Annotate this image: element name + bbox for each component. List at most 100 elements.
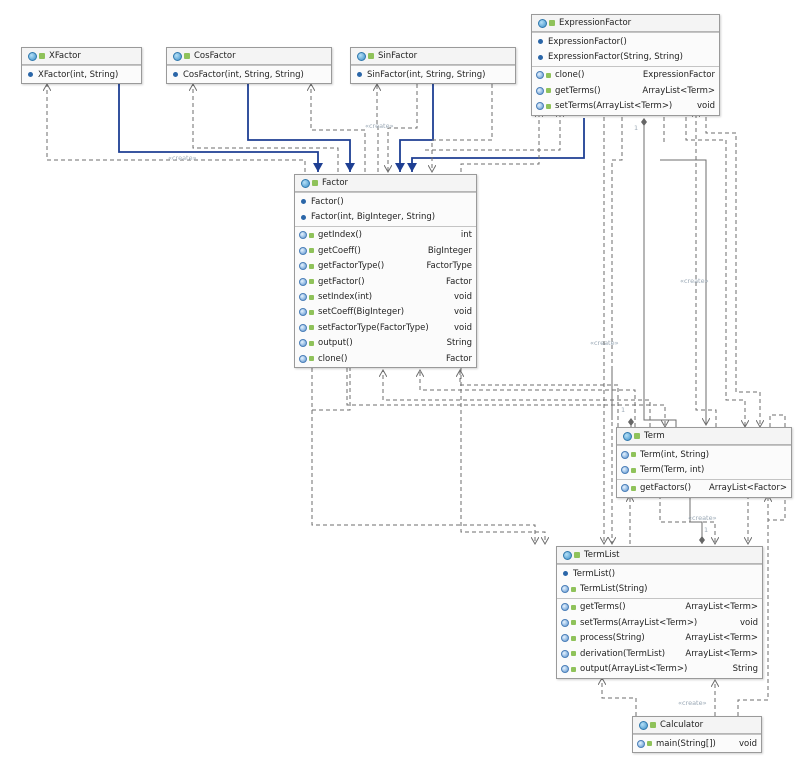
member-signature: CosFactor(int, String, String): [183, 69, 304, 80]
public-icon: [309, 263, 314, 269]
member-row[interactable]: getIndex()int: [295, 228, 476, 243]
public-icon: [647, 741, 652, 747]
member-row[interactable]: ExpressionFactor(): [532, 34, 719, 49]
public-icon: [571, 651, 576, 657]
member-row[interactable]: getFactorType()FactorType: [295, 259, 476, 274]
composition-diamonds: [628, 118, 705, 544]
class-expressionfactor[interactable]: ExpressionFactor ExpressionFactor() Expr…: [531, 14, 720, 116]
member-return: String: [446, 338, 472, 349]
member-signature: setTerms(ArrayList<Term>): [555, 101, 673, 112]
member-return: ArrayList<Term>: [685, 648, 758, 659]
member-row[interactable]: Factor(int, BigInteger, String): [295, 209, 476, 224]
create-label: «create»: [678, 699, 707, 707]
class-header: XFactor: [22, 48, 141, 65]
member-return: ExpressionFactor: [642, 70, 715, 81]
class-header: Calculator: [633, 717, 761, 734]
member-row[interactable]: process(String)ArrayList<Term>: [557, 631, 762, 646]
member-signature: getFactor(): [318, 276, 365, 287]
member-row[interactable]: getCoeff()BigInteger: [295, 243, 476, 258]
member-row[interactable]: getFactor() Factor: [295, 274, 476, 289]
member-return: void: [454, 322, 472, 333]
ctor-section: ExpressionFactor() ExpressionFactor(Stri…: [532, 32, 719, 66]
class-term[interactable]: Term Term(int, String) Term(Term, int) g…: [616, 427, 792, 499]
member-return: void: [454, 307, 472, 318]
member-row[interactable]: TermList(): [557, 566, 762, 581]
member-row[interactable]: CosFactor(int, String, String): [167, 67, 331, 82]
method-icon: [299, 277, 307, 286]
constructor-icon: [28, 72, 33, 78]
public-icon: [546, 72, 551, 78]
public-icon: [571, 586, 576, 592]
member-row[interactable]: derivation(TermList) ArrayList<Term>: [557, 646, 762, 661]
member-signature: getTerms(): [580, 602, 626, 613]
method-icon: [299, 354, 307, 363]
member-row[interactable]: main(String[]) void: [633, 736, 761, 751]
method-icon: [621, 450, 629, 459]
member-signature: main(String[]): [656, 738, 716, 749]
ctor-section: Term(int, String) Term(Term, int): [617, 445, 791, 479]
member-signature: setFactorType(FactorType): [318, 322, 429, 333]
public-icon: [571, 620, 576, 626]
member-row[interactable]: setFactorType(FactorType) void: [295, 320, 476, 335]
member-signature: derivation(TermList): [580, 648, 666, 659]
public-icon: [631, 485, 636, 491]
multiplicity-label: 1: [634, 124, 638, 132]
ctor-section: CosFactor(int, String, String): [167, 65, 331, 83]
method-icon: [299, 293, 307, 302]
member-signature: setCoeff(BigInteger): [318, 307, 405, 318]
member-signature: setTerms(ArrayList<Term>): [580, 617, 698, 628]
class-factor[interactable]: Factor Factor() Factor(int, BigInteger, …: [294, 174, 477, 369]
member-row[interactable]: output()String: [295, 336, 476, 351]
inheritance-lines: [118, 84, 585, 172]
member-row[interactable]: setIndex(int)void: [295, 289, 476, 304]
class-name: ExpressionFactor: [559, 18, 632, 28]
lock-icon: [634, 433, 640, 439]
class-xfactor[interactable]: XFactor XFactor(int, String): [21, 47, 142, 85]
ctor-section: SinFactor(int, String, String): [351, 65, 515, 83]
member-return: void: [739, 738, 757, 749]
member-signature: output(ArrayList<Term>): [580, 664, 688, 675]
class-termlist[interactable]: TermList TermList() TermList(String) get…: [556, 546, 763, 679]
class-icon: [538, 18, 547, 28]
constructor-icon: [357, 72, 362, 78]
member-row[interactable]: setTerms(ArrayList<Term>)void: [557, 615, 762, 630]
member-return: Factor: [445, 276, 472, 287]
method-icon: [561, 603, 569, 612]
method-icon: [637, 739, 645, 748]
class-sinfactor[interactable]: SinFactor SinFactor(int, String, String): [350, 47, 516, 85]
method-icon: [621, 466, 629, 475]
class-name: Factor: [322, 178, 349, 188]
ctor-section: TermList() TermList(String): [557, 564, 762, 598]
member-row[interactable]: ExpressionFactor(String, String): [532, 49, 719, 64]
member-row[interactable]: XFactor(int, String): [22, 67, 141, 82]
member-row[interactable]: setTerms(ArrayList<Term>) void: [532, 99, 719, 114]
member-row[interactable]: output(ArrayList<Term>)String: [557, 661, 762, 676]
member-return: int: [460, 230, 472, 241]
public-icon: [309, 325, 314, 331]
class-cosfactor[interactable]: CosFactor CosFactor(int, String, String): [166, 47, 332, 85]
member-return: ArrayList<Term>: [642, 85, 715, 96]
lock-icon: [368, 53, 374, 59]
class-calculator[interactable]: Calculator main(String[]) void: [632, 716, 762, 754]
member-row[interactable]: setCoeff(BigInteger) void: [295, 305, 476, 320]
member-signature: setIndex(int): [318, 292, 373, 303]
member-return: void: [697, 101, 715, 112]
public-icon: [546, 103, 551, 109]
member-row[interactable]: getTerms()ArrayList<Term>: [532, 83, 719, 98]
member-row[interactable]: clone()Factor: [295, 351, 476, 366]
member-signature: process(String): [580, 633, 645, 644]
lock-icon: [574, 552, 580, 558]
member-row[interactable]: SinFactor(int, String, String): [351, 67, 515, 82]
public-icon: [571, 635, 576, 641]
member-signature: ExpressionFactor(String, String): [548, 52, 683, 63]
member-row[interactable]: Term(int, String): [617, 447, 791, 462]
member-row[interactable]: clone()ExpressionFactor: [532, 68, 719, 83]
lock-icon: [650, 722, 656, 728]
member-row[interactable]: Term(Term, int): [617, 462, 791, 477]
method-icon: [561, 665, 569, 674]
member-row[interactable]: getFactors()ArrayList<Factor>: [617, 481, 791, 496]
ctor-section: Factor() Factor(int, BigInteger, String): [295, 192, 476, 226]
member-row[interactable]: getTerms()ArrayList<Term>: [557, 600, 762, 615]
member-row[interactable]: TermList(String): [557, 581, 762, 596]
member-row[interactable]: Factor(): [295, 194, 476, 209]
